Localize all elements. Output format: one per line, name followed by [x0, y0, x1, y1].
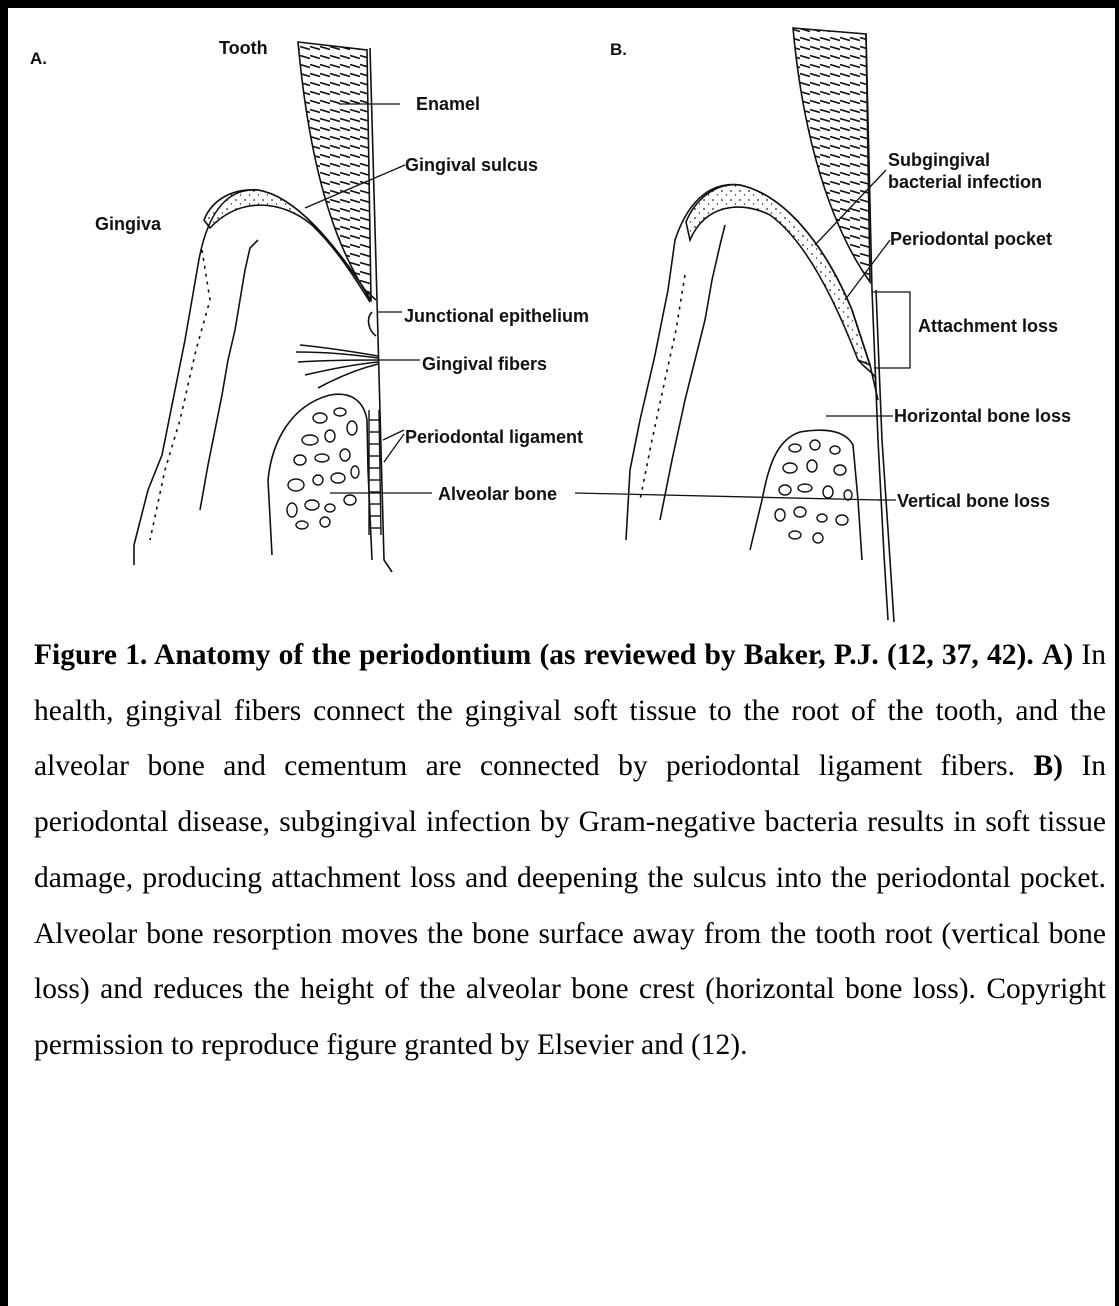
- label-horizontal-bone-loss: Horizontal bone loss: [894, 406, 1071, 426]
- panel-a-gingival-fibers: [296, 345, 378, 388]
- label-vertical-bone-loss: Vertical bone loss: [897, 491, 1050, 511]
- label-gingival-fibers: Gingival fibers: [422, 354, 547, 374]
- caption-b-text: In periodontal disease, subgingival infe…: [34, 750, 1106, 1061]
- label-periodontal-pocket: Periodontal pocket: [890, 229, 1052, 249]
- figure-caption: Figure 1. Anatomy of the periodontium (a…: [34, 628, 1106, 1074]
- caption-a-marker: A): [1042, 639, 1073, 671]
- panel-b-alveolar-bone: [750, 430, 862, 560]
- panel-a-junctional-epithelium: [369, 312, 376, 336]
- panel-b-gingiva: [626, 185, 878, 540]
- label-subgingival-line1: Subgingival: [888, 150, 990, 170]
- panel-b-bone-trabeculae: [775, 440, 852, 543]
- label-gingiva: Gingiva: [95, 214, 162, 234]
- label-gingival-sulcus: Gingival sulcus: [405, 155, 538, 175]
- panel-b-letter: B.: [610, 40, 627, 59]
- label-junctional-epithelium: Junctional epithelium: [404, 306, 589, 326]
- label-enamel: Enamel: [416, 94, 480, 114]
- periodontium-figure: A. Tooth Enamel Gingival sulcus Gingiva …: [0, 0, 1119, 625]
- caption-b-marker: B): [1033, 750, 1063, 782]
- label-alveolar-bone: Alveolar bone: [438, 484, 557, 504]
- panel-a-enamel: [298, 42, 371, 300]
- label-attachment-loss: Attachment loss: [918, 316, 1058, 336]
- label-periodontal-ligament: Periodontal ligament: [405, 427, 583, 447]
- panel-a-letter: A.: [30, 49, 47, 68]
- panel-a-bone-trabeculae: [287, 408, 359, 529]
- panel-b-drawing: [626, 28, 894, 622]
- caption-title: Figure 1. Anatomy of the periodontium (a…: [34, 639, 1034, 671]
- panel-a-periodontal-ligament: [369, 410, 381, 535]
- label-tooth: Tooth: [219, 38, 268, 58]
- label-subgingival-line2: bacterial infection: [888, 172, 1042, 192]
